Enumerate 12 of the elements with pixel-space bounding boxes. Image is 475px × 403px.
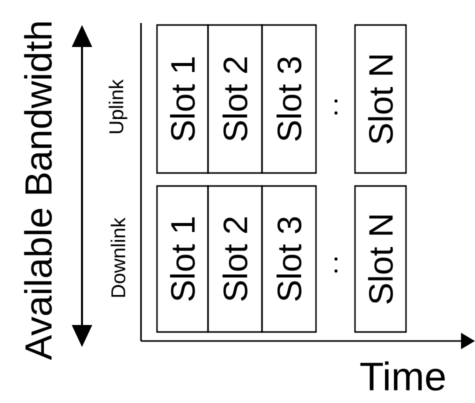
slot-box: Slot N bbox=[354, 24, 407, 174]
row-label: Downlink bbox=[110, 218, 126, 297]
axis-label: Available Bandwidth bbox=[24, 22, 52, 360]
row-label: Uplink bbox=[108, 79, 128, 134]
slot-box: Slot 2 bbox=[207, 24, 263, 174]
slot-box: Slot 3 bbox=[261, 185, 317, 333]
slot-box: Slot 1 bbox=[156, 24, 209, 174]
slot-box: Slot 3 bbox=[261, 24, 317, 174]
slot-box: Slot N bbox=[354, 185, 407, 333]
slot-box: Slot 2 bbox=[207, 185, 263, 333]
axis-label: Time bbox=[360, 361, 445, 391]
slot-box: Slot 1 bbox=[156, 185, 209, 333]
